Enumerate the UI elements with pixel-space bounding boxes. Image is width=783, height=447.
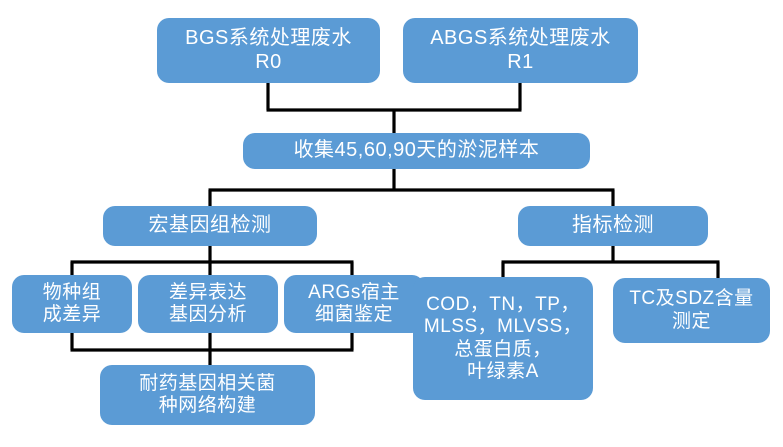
node-species-composition-difference[interactable]: 物种组 成差异 [12,275,132,333]
node-tc-sdz-content-determination[interactable]: TC及SDZ含量 测定 [613,278,770,343]
node-bgs-system[interactable]: BGS系统处理废水 R0 [157,18,380,83]
node-args-host-bacteria-identification[interactable]: ARGs宿主 细菌鉴定 [284,275,424,333]
node-cod-tn-tp-measurements[interactable]: COD，TN，TP， MLSS，MLVSS， 总蛋白质， 叶绿素A [413,277,593,400]
node-differential-gene-expression-analysis[interactable]: 差异表达 基因分析 [138,275,278,333]
node-resistance-gene-bacteria-network[interactable]: 耐药基因相关菌 种网络构建 [100,365,315,425]
node-collect-sludge-samples[interactable]: 收集45,60,90天的淤泥样本 [243,133,590,169]
node-index-detection[interactable]: 指标检测 [518,206,708,246]
node-metagenome-detection[interactable]: 宏基因组检测 [103,206,317,246]
node-abgs-system[interactable]: ABGS系统处理废水 R1 [403,18,638,83]
